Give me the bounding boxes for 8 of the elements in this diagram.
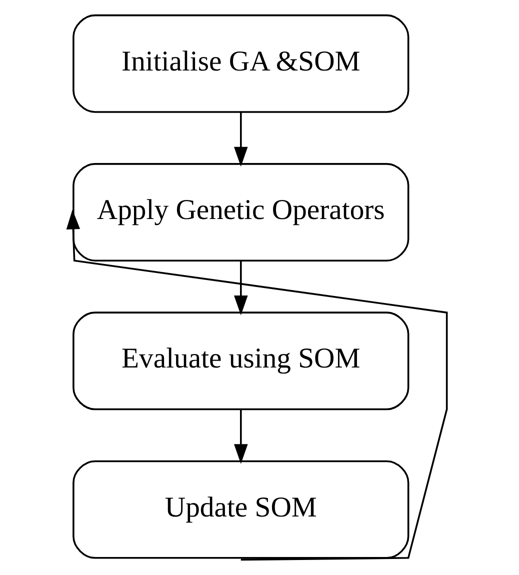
node-box: Update SOM	[72, 460, 409, 559]
node-box: Evaluate using SOM	[72, 312, 409, 410]
arrow	[66, 210, 448, 561]
arrow	[233, 112, 248, 167]
node-box: Apply Genetic Operators	[72, 163, 409, 262]
arrow	[233, 260, 248, 316]
node-box: Initialise GA &SOM	[72, 14, 409, 113]
arrow	[233, 409, 248, 464]
